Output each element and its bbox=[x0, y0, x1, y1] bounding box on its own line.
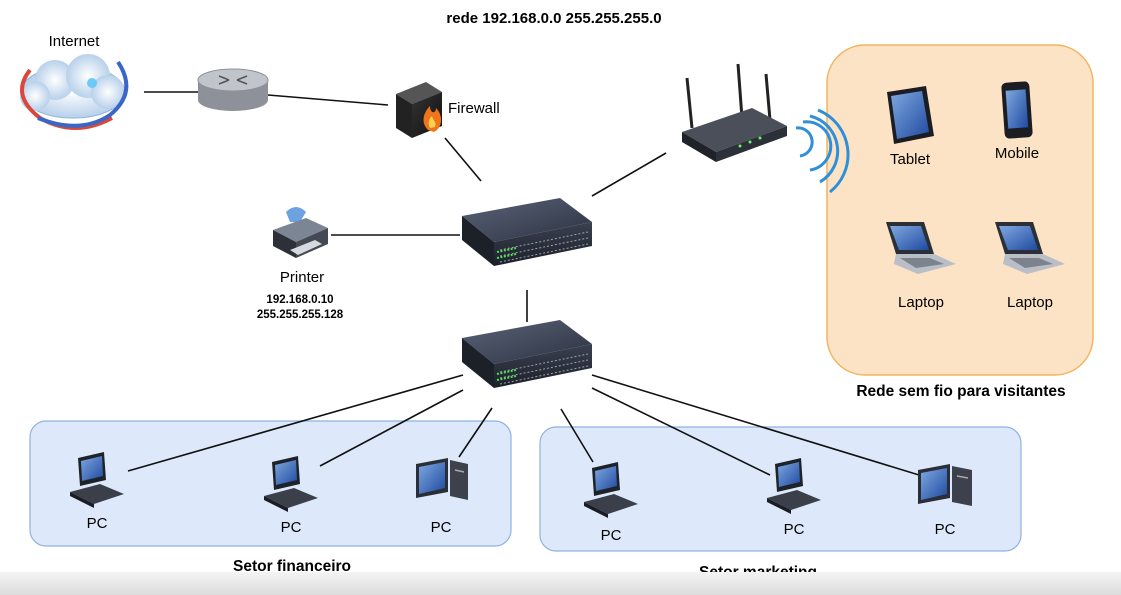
tablet-icon bbox=[887, 86, 934, 144]
firewall-icon bbox=[396, 82, 442, 138]
diagram-title: rede 192.168.0.0 255.255.255.0 bbox=[446, 10, 661, 27]
laptop-icon bbox=[995, 222, 1065, 274]
core-switch-icon bbox=[462, 198, 592, 266]
laptop-label: Laptop bbox=[1007, 294, 1053, 311]
printer-label: Printer bbox=[280, 269, 324, 286]
laptop-icon bbox=[886, 222, 956, 274]
pc-icon bbox=[767, 458, 821, 514]
pc-icon bbox=[584, 462, 638, 518]
printer-ip: 192.168.0.10 bbox=[266, 294, 333, 306]
internet-cloud-icon bbox=[20, 54, 129, 130]
pc-icon bbox=[918, 464, 972, 506]
pc-label: PC bbox=[87, 515, 108, 532]
wireless-router-icon bbox=[682, 63, 787, 162]
pc-label: PC bbox=[601, 527, 622, 544]
printer-mask: 255.255.255.128 bbox=[257, 309, 344, 321]
pc-icon bbox=[264, 456, 318, 512]
router-icon bbox=[197, 68, 269, 111]
firewall-label: Firewall bbox=[448, 100, 500, 117]
connection-lines bbox=[127, 91, 920, 476]
internet-label: Internet bbox=[49, 33, 101, 50]
distribution-switch-icon bbox=[462, 320, 592, 388]
bottom-fade-band bbox=[0, 572, 1121, 595]
pc-icon bbox=[416, 458, 468, 500]
finance-zone bbox=[29, 420, 512, 547]
wifi-signal-icon bbox=[795, 108, 850, 194]
finance-group-label: Setor financeiro bbox=[233, 558, 351, 575]
pc-label: PC bbox=[431, 519, 452, 536]
tablet-label: Tablet bbox=[890, 151, 931, 168]
wireless-group-label: Rede sem fio para visitantes bbox=[856, 383, 1065, 400]
mobile-icon bbox=[1001, 81, 1033, 139]
pc-label: PC bbox=[281, 519, 302, 536]
wireless-zone bbox=[826, 44, 1094, 376]
printer-icon bbox=[273, 207, 328, 258]
pc-label: PC bbox=[784, 521, 805, 538]
pc-icon bbox=[70, 452, 124, 508]
mobile-label: Mobile bbox=[995, 145, 1039, 162]
laptop-label: Laptop bbox=[898, 294, 944, 311]
pc-label: PC bbox=[935, 521, 956, 538]
